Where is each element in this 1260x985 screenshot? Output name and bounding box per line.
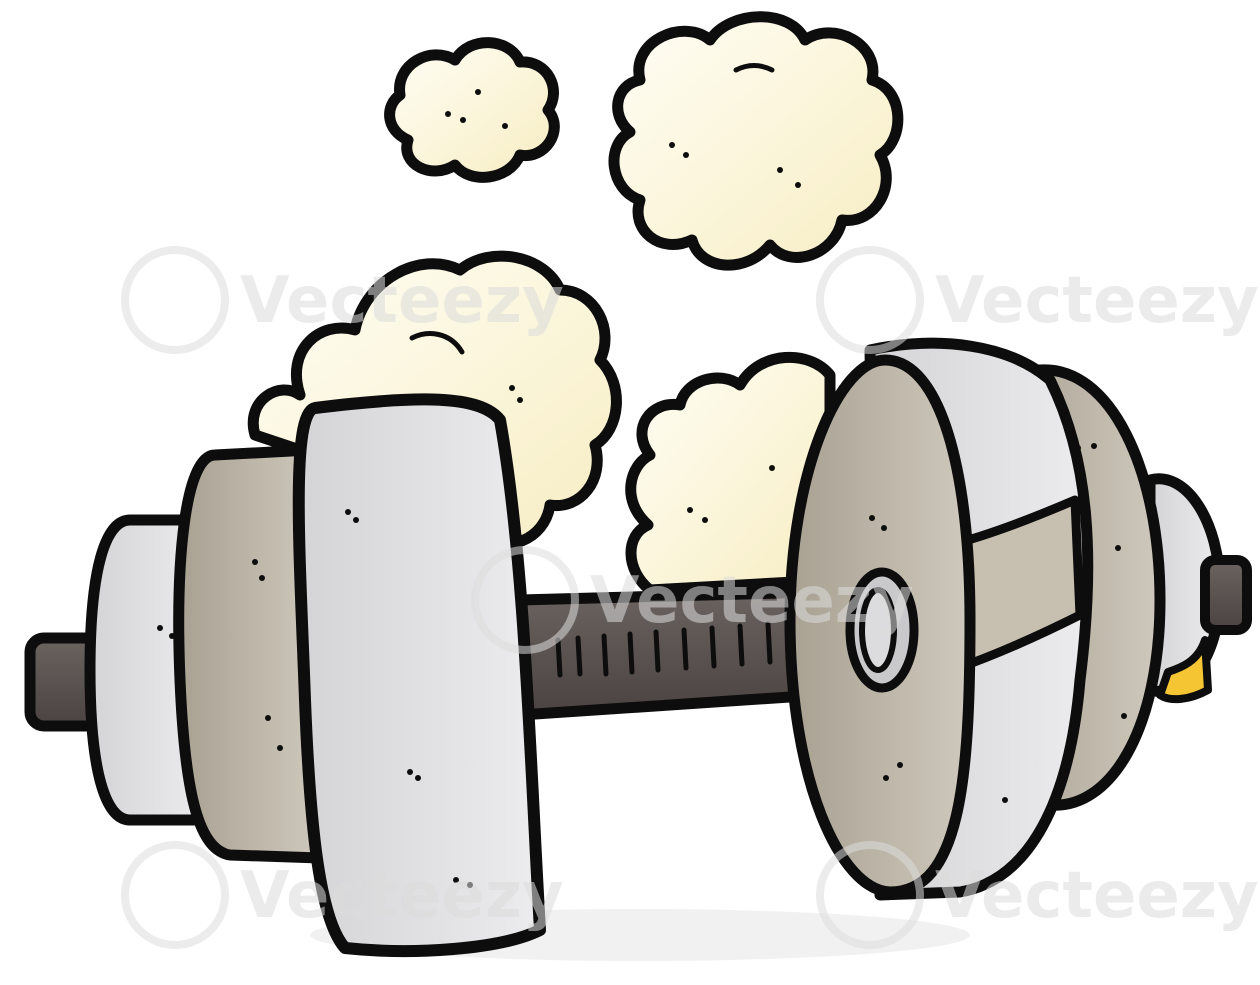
watermark-text-3: Vecteezy [590,564,914,638]
right-inner-plate [784,337,1094,901]
watermark-text-4: Vecteezy [240,859,564,933]
dust-puff-medium [608,11,904,271]
right-end-cap [1144,473,1252,704]
dust-puff-right [625,351,836,596]
left-front-plate [292,393,546,957]
left-taupe-plate [173,444,326,864]
watermark: Vecteezy Vecteezy Vecteezy Vecteezy Vect… [121,246,1259,949]
dust-puff-small [384,37,560,183]
watermark-text-2: Vecteezy [935,264,1259,338]
watermark-text-1: Vecteezy [240,264,564,338]
watermark-text-5: Vecteezy [935,859,1259,933]
